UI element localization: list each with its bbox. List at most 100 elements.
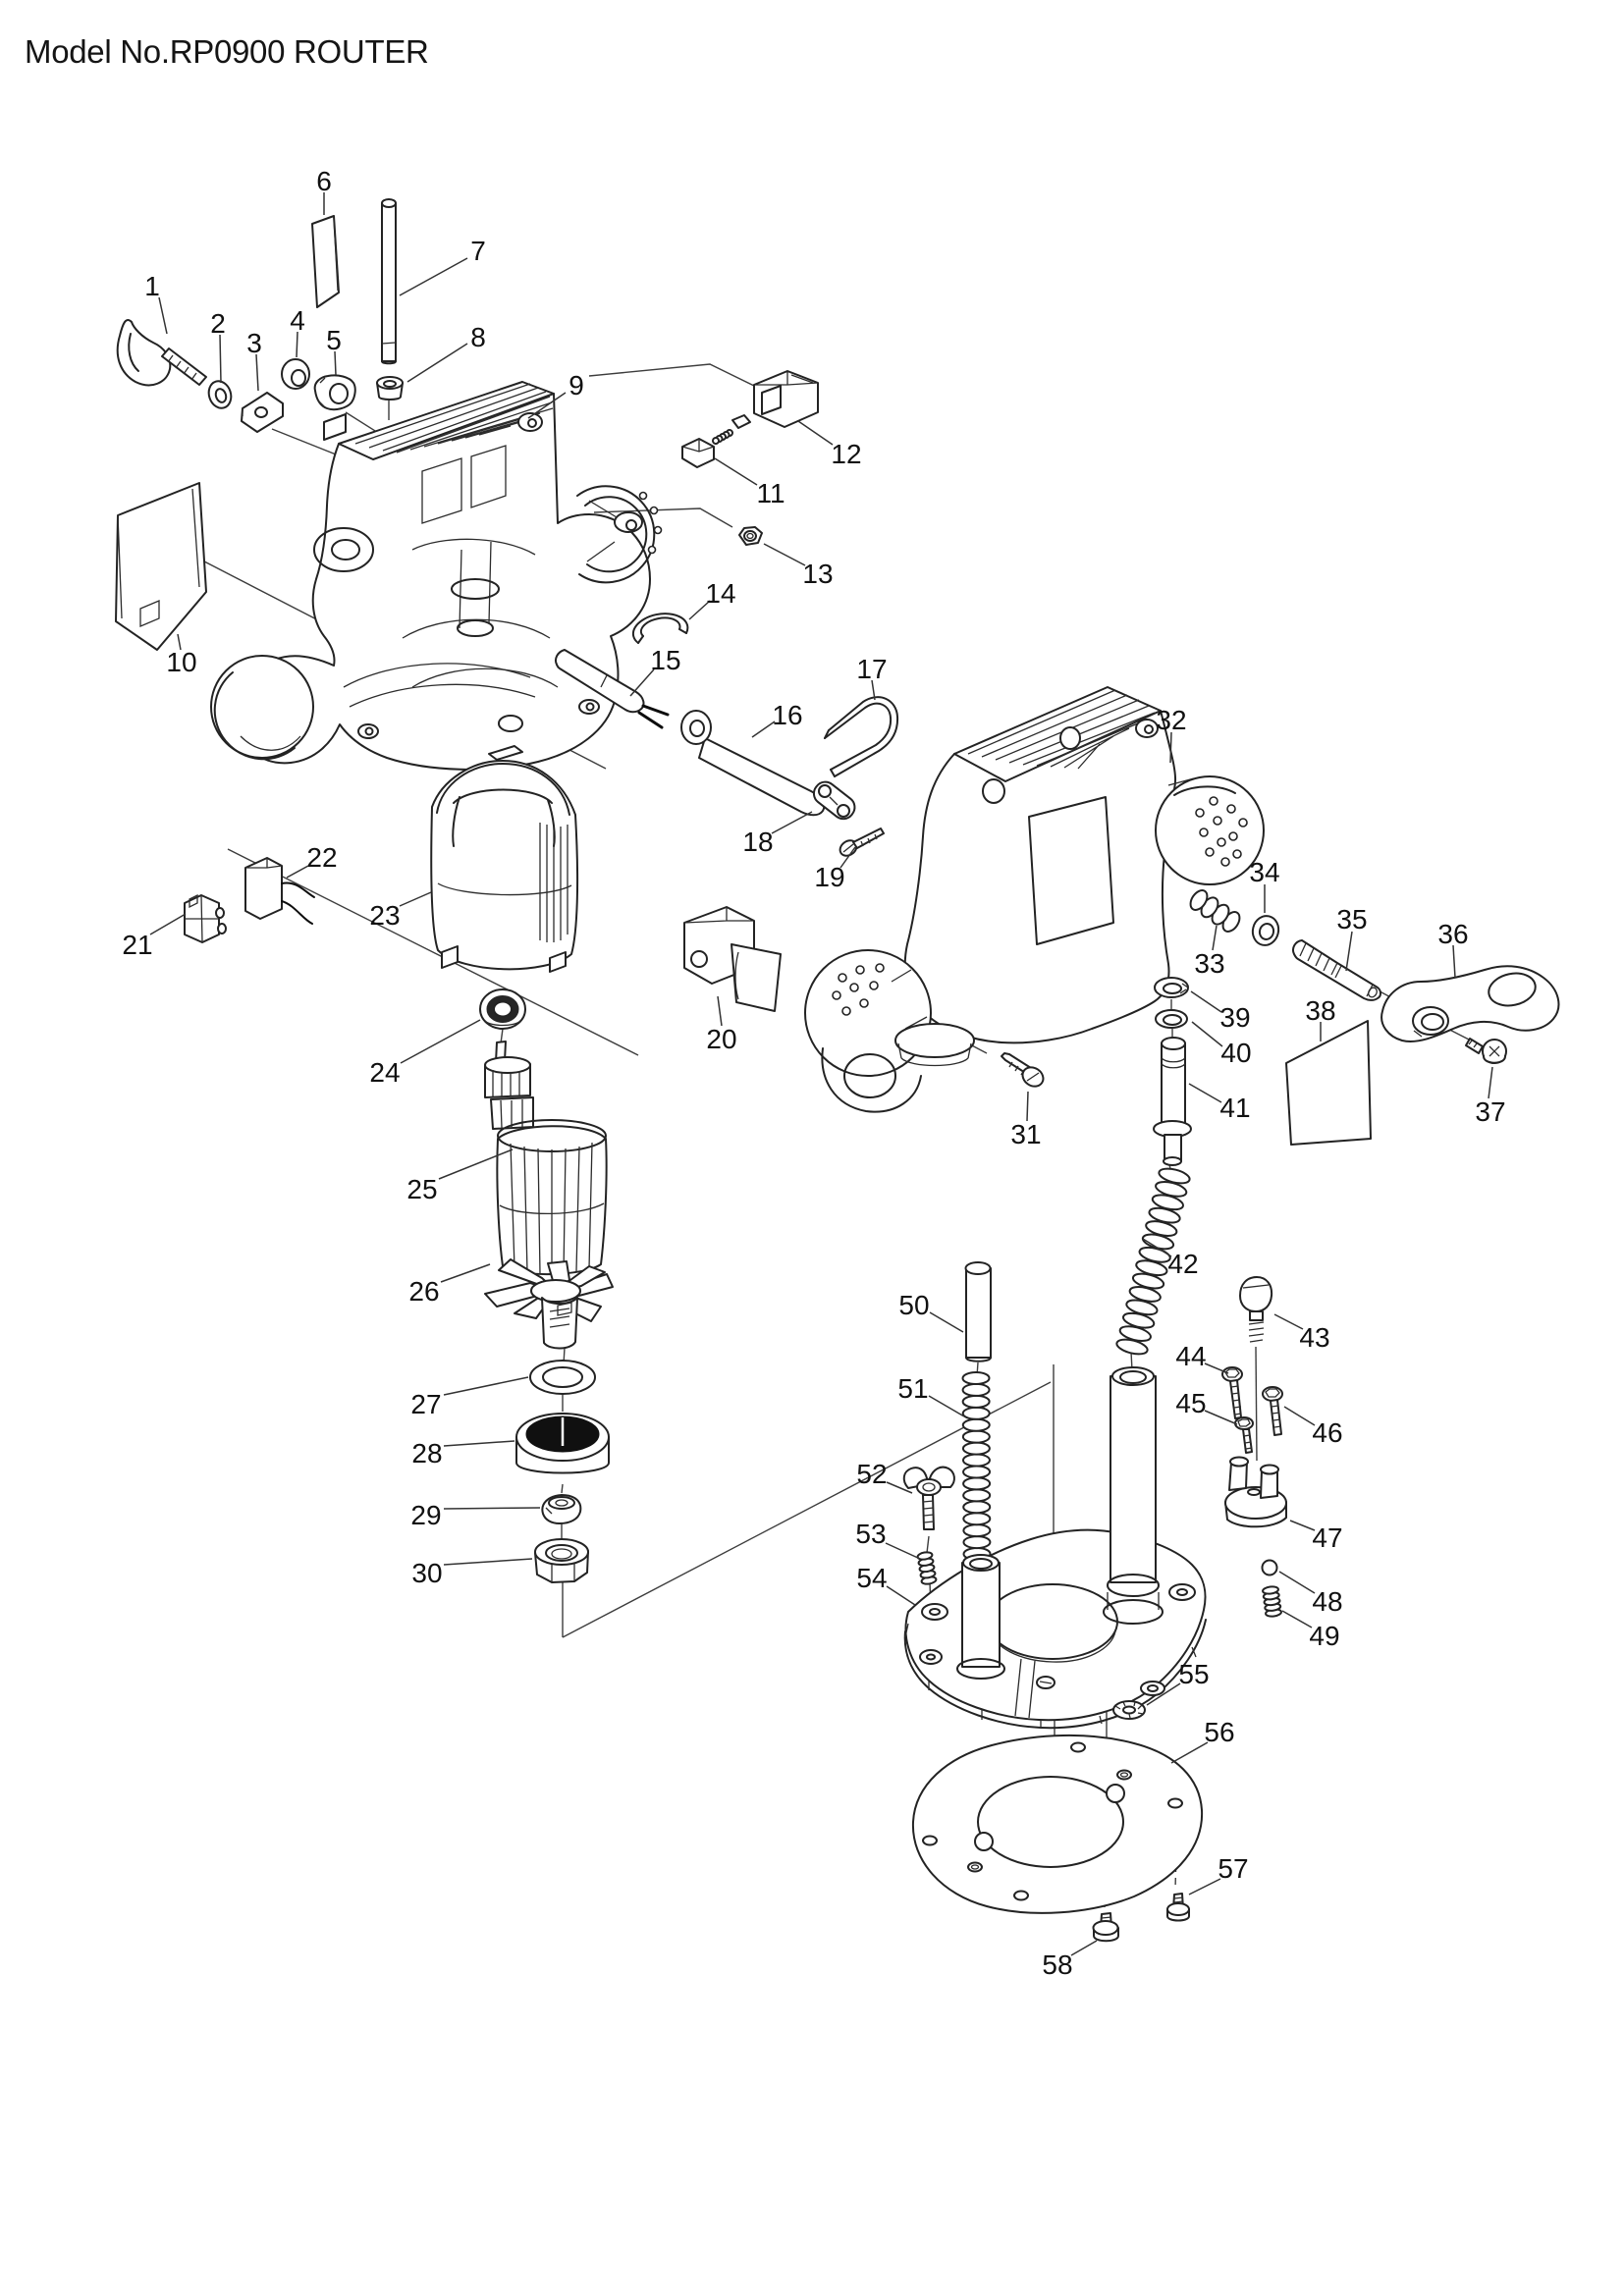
part-21-terminal-block	[184, 893, 227, 943]
part-label-41: 41	[1219, 1093, 1250, 1123]
part-23-field-stator	[430, 745, 579, 973]
part-leader-28	[443, 1440, 515, 1447]
part-leader-2	[219, 334, 222, 384]
part-label-15: 15	[650, 645, 680, 675]
part-leader-40	[1191, 1021, 1223, 1047]
part-15-pin	[555, 649, 670, 729]
part-46-bolt	[1262, 1386, 1283, 1436]
part-18-link-plate	[812, 780, 856, 821]
part-leader-29	[443, 1507, 541, 1510]
part-label-14: 14	[705, 578, 735, 609]
part-32-motor-housing	[804, 686, 1265, 1113]
part-label-18: 18	[742, 827, 773, 857]
part-leader-22	[286, 865, 309, 879]
part-34-washer	[1251, 915, 1280, 946]
part-27-washer	[529, 1360, 596, 1395]
part-leader-12	[797, 420, 834, 446]
part-label-46: 46	[1312, 1417, 1342, 1448]
part-label-37: 37	[1475, 1096, 1505, 1127]
part-label-52: 52	[856, 1459, 887, 1489]
part-label-16: 16	[772, 700, 802, 730]
part-label-55: 55	[1178, 1659, 1209, 1689]
part-label-9: 9	[568, 370, 584, 400]
part-label-43: 43	[1299, 1322, 1329, 1353]
part-label-44: 44	[1175, 1341, 1206, 1371]
spring-coil	[962, 1488, 992, 1503]
part-leader-26	[440, 1263, 491, 1283]
part-leader-45	[1204, 1410, 1238, 1425]
part-label-34: 34	[1249, 857, 1279, 887]
part-label-39: 39	[1219, 1002, 1250, 1033]
part-label-51: 51	[897, 1373, 928, 1404]
part-leader-56	[1170, 1741, 1209, 1764]
part-label-42: 42	[1167, 1249, 1198, 1279]
part-leader-3	[255, 353, 259, 392]
part-20-switch	[683, 906, 782, 1012]
part-leader-31	[1026, 1091, 1029, 1122]
part-36-lock-lever	[1380, 965, 1560, 1042]
construction-line-25	[1255, 1346, 1258, 1462]
spring-coil	[961, 1441, 991, 1456]
part-48-steel-ball	[1261, 1559, 1278, 1576]
construction-line-30	[500, 1028, 504, 1044]
part-56-base-plate	[911, 1734, 1204, 1914]
part-label-3: 3	[246, 328, 262, 358]
part-label-11: 11	[756, 478, 785, 508]
part-labels: 1234567891011121314151617181920212223242…	[122, 166, 1505, 1980]
part-leader-14	[688, 600, 711, 620]
part-label-7: 7	[470, 236, 486, 266]
part-16-ring-shaft	[680, 710, 826, 817]
part-leader-13	[763, 543, 806, 566]
part-leader-33	[1212, 925, 1218, 951]
part-label-31: 31	[1010, 1119, 1041, 1149]
part-leader-47	[1289, 1520, 1316, 1531]
spring-coil	[1189, 889, 1209, 911]
part-leader-42	[1142, 1238, 1172, 1257]
part-3-clamp-plate	[241, 392, 284, 433]
part-label-4: 4	[290, 305, 305, 336]
part-label-36: 36	[1437, 919, 1468, 949]
part-leader-52	[886, 1481, 913, 1494]
part-label-10: 10	[166, 647, 196, 677]
part-11-carbon-brush	[681, 414, 751, 468]
part-2-washer	[207, 380, 233, 409]
part-leader-39	[1190, 990, 1222, 1013]
part-label-21: 21	[122, 930, 152, 960]
page-title: Model No.RP0900 ROUTER	[25, 33, 429, 71]
part-12-brush-holder-cap	[753, 370, 819, 428]
part-47-stopper-pole	[1224, 1456, 1287, 1528]
part-leader-1	[158, 296, 168, 335]
spring-coil	[1262, 1585, 1279, 1595]
part-43-thumb-screw	[1239, 1276, 1273, 1343]
spring-coil	[962, 1500, 992, 1515]
part-33-spring	[1189, 889, 1241, 933]
spring-coil	[962, 1523, 992, 1538]
part-40-flat-washer	[1155, 1009, 1188, 1029]
part-leader-8	[406, 343, 468, 383]
part-28-rubber-ring	[515, 1413, 610, 1474]
part-leader-23	[399, 891, 432, 907]
spring-coil	[962, 1512, 992, 1526]
part-leader-5	[334, 350, 337, 376]
part-49-spring	[1262, 1585, 1282, 1618]
construction-line-4	[593, 507, 733, 528]
part-1-wing-bolt	[116, 318, 207, 387]
part-leader-21	[149, 913, 187, 935]
part-leader-7	[399, 257, 468, 296]
part-label-32: 32	[1156, 705, 1186, 735]
part-leader-20	[717, 995, 723, 1027]
spring-coil	[962, 1476, 992, 1491]
part-leader-49	[1281, 1610, 1313, 1629]
part-label-20: 20	[706, 1024, 736, 1054]
part-44-bolt	[1221, 1366, 1243, 1419]
part-label-48: 48	[1312, 1586, 1342, 1617]
part-leader-54	[886, 1585, 916, 1606]
part-22-noise-suppressor	[244, 857, 315, 925]
part-leader-51	[928, 1395, 965, 1417]
part-leader-46	[1283, 1406, 1316, 1426]
part-38-label-sheet	[1285, 1020, 1372, 1146]
part-leader-32	[1169, 731, 1172, 764]
spring-coil	[962, 1535, 992, 1550]
part-label-47: 47	[1312, 1522, 1342, 1553]
part-label-1: 1	[144, 271, 160, 301]
